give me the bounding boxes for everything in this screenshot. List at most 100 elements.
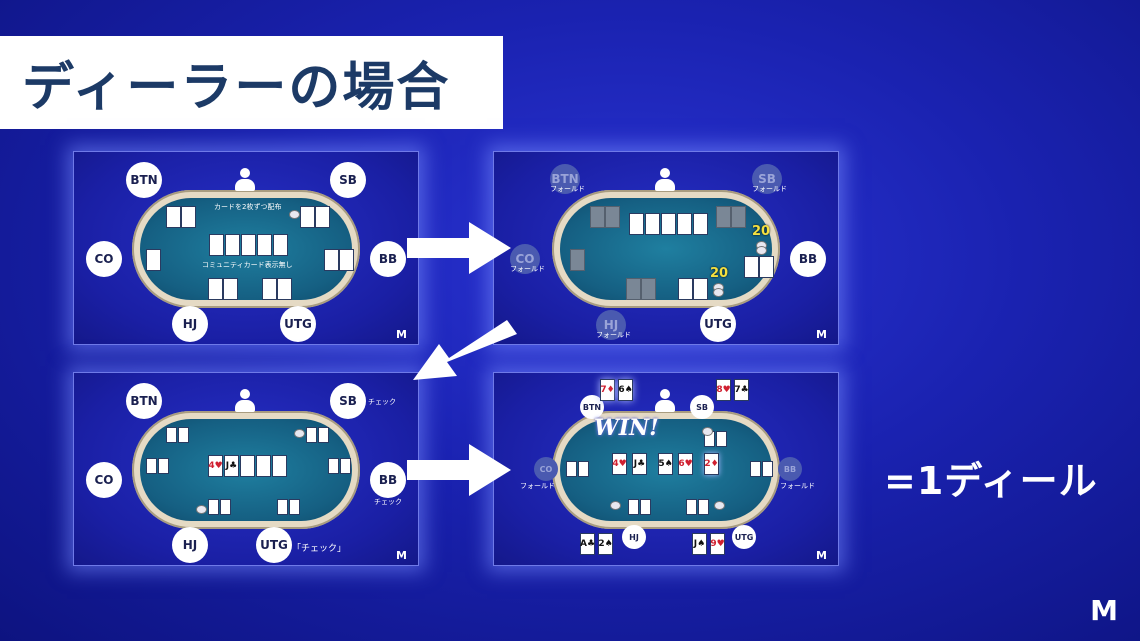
community-card (256, 455, 271, 477)
card (166, 206, 181, 228)
chip-count: 20 (752, 224, 771, 239)
seat-hj: HJ (172, 306, 208, 342)
chip-icon (713, 288, 724, 297)
logo-icon: M (816, 328, 827, 341)
seat-hj: HJ (596, 310, 626, 340)
card (641, 278, 656, 300)
card (731, 206, 746, 228)
card (300, 206, 315, 228)
seat-sb: SB (330, 162, 366, 198)
arrow-right-icon (407, 222, 511, 274)
logo-icon: M (396, 549, 407, 562)
card (225, 234, 240, 256)
card (209, 234, 224, 256)
community-card: J♣ (224, 455, 239, 477)
hand-card-btn: 7♦ (600, 379, 615, 401)
logo-icon: M (816, 549, 827, 562)
result-label: =1ディール (884, 459, 1098, 503)
card (208, 278, 223, 300)
card (257, 234, 272, 256)
card (324, 249, 339, 271)
card (750, 461, 761, 477)
step-panel-showdown: BTN SB CO フォールド BB フォールド HJ UTG 7♦ 6♠ 8♥… (493, 372, 839, 566)
seat-sb: SB (752, 164, 782, 194)
no-community-note: コミュニティカード表示無し (202, 261, 293, 269)
card (339, 249, 354, 271)
card (640, 499, 651, 515)
fold-note: フォールド (520, 482, 555, 490)
hand-card-hj: 2♠ (598, 533, 613, 555)
brand-logo-icon: M (1090, 594, 1118, 627)
card (626, 278, 641, 300)
community-card: 4♥ (612, 453, 627, 475)
chip-icon (294, 429, 305, 438)
seat-bb: BB (778, 457, 802, 481)
community-card: 5♠ (658, 453, 673, 475)
card (273, 234, 288, 256)
card (570, 249, 585, 271)
hand-card-btn: 6♠ (618, 379, 633, 401)
page-title: ディーラーの場合 (22, 57, 451, 118)
seat-utg: UTG (280, 306, 316, 342)
card (277, 278, 292, 300)
seat-hj: HJ (622, 525, 646, 549)
hand-card-utg: J♠ (692, 533, 707, 555)
fold-note: フォールド (510, 265, 545, 273)
seat-btn: BTN (126, 383, 162, 419)
card (315, 206, 330, 228)
card (677, 213, 692, 235)
seat-bb: BB (370, 462, 406, 498)
seat-bb: BB (370, 241, 406, 277)
community-card: J♣ (632, 453, 647, 475)
seat-co: CO (86, 462, 122, 498)
fold-note: フォールド (752, 185, 787, 193)
community-card: 2♦ (704, 453, 719, 475)
card (645, 213, 660, 235)
chip-icon (714, 501, 725, 510)
card (716, 431, 727, 447)
hand-card-sb: 8♥ (716, 379, 731, 401)
seat-btn: BTN (126, 162, 162, 198)
card (166, 427, 177, 443)
card (178, 427, 189, 443)
card (628, 499, 639, 515)
card (340, 458, 351, 474)
seat-sb: SB (690, 395, 714, 419)
card (146, 249, 161, 271)
dealer-icon (234, 389, 256, 413)
step-panel-check: BTN SB チェック CO BB チェック HJ UTG 「チェック」 4♥ … (73, 372, 419, 566)
hand-card-utg: 9♥ (710, 533, 725, 555)
fold-note: フォールド (550, 185, 585, 193)
card (181, 206, 196, 228)
card (686, 499, 697, 515)
step-panel-deal: BTN SB CO BB HJ UTG カードを2枚ずつ配布 コミュニティカード… (73, 151, 419, 345)
card (158, 458, 169, 474)
card (306, 427, 317, 443)
card (678, 278, 693, 300)
deal-note: カードを2枚ずつ配布 (214, 203, 282, 211)
card (693, 278, 708, 300)
chip-icon (702, 427, 713, 436)
card (578, 461, 589, 477)
arrow-right-icon (407, 444, 511, 496)
card (693, 213, 708, 235)
chip-count: 20 (710, 266, 729, 281)
card (262, 278, 277, 300)
card (289, 499, 300, 515)
seat-hj: HJ (172, 527, 208, 563)
logo-icon: M (396, 328, 407, 341)
card (744, 256, 759, 278)
check-note: チェック (374, 498, 402, 506)
card (277, 499, 288, 515)
card (661, 213, 676, 235)
chip-icon (196, 505, 207, 514)
seat-co: CO (534, 457, 558, 481)
community-card (272, 455, 287, 477)
arrow-down-left-icon (413, 320, 517, 380)
card (698, 499, 709, 515)
card (220, 499, 231, 515)
card (146, 458, 157, 474)
hand-card-hj: A♣ (580, 533, 595, 555)
card (762, 461, 773, 477)
card (223, 278, 238, 300)
